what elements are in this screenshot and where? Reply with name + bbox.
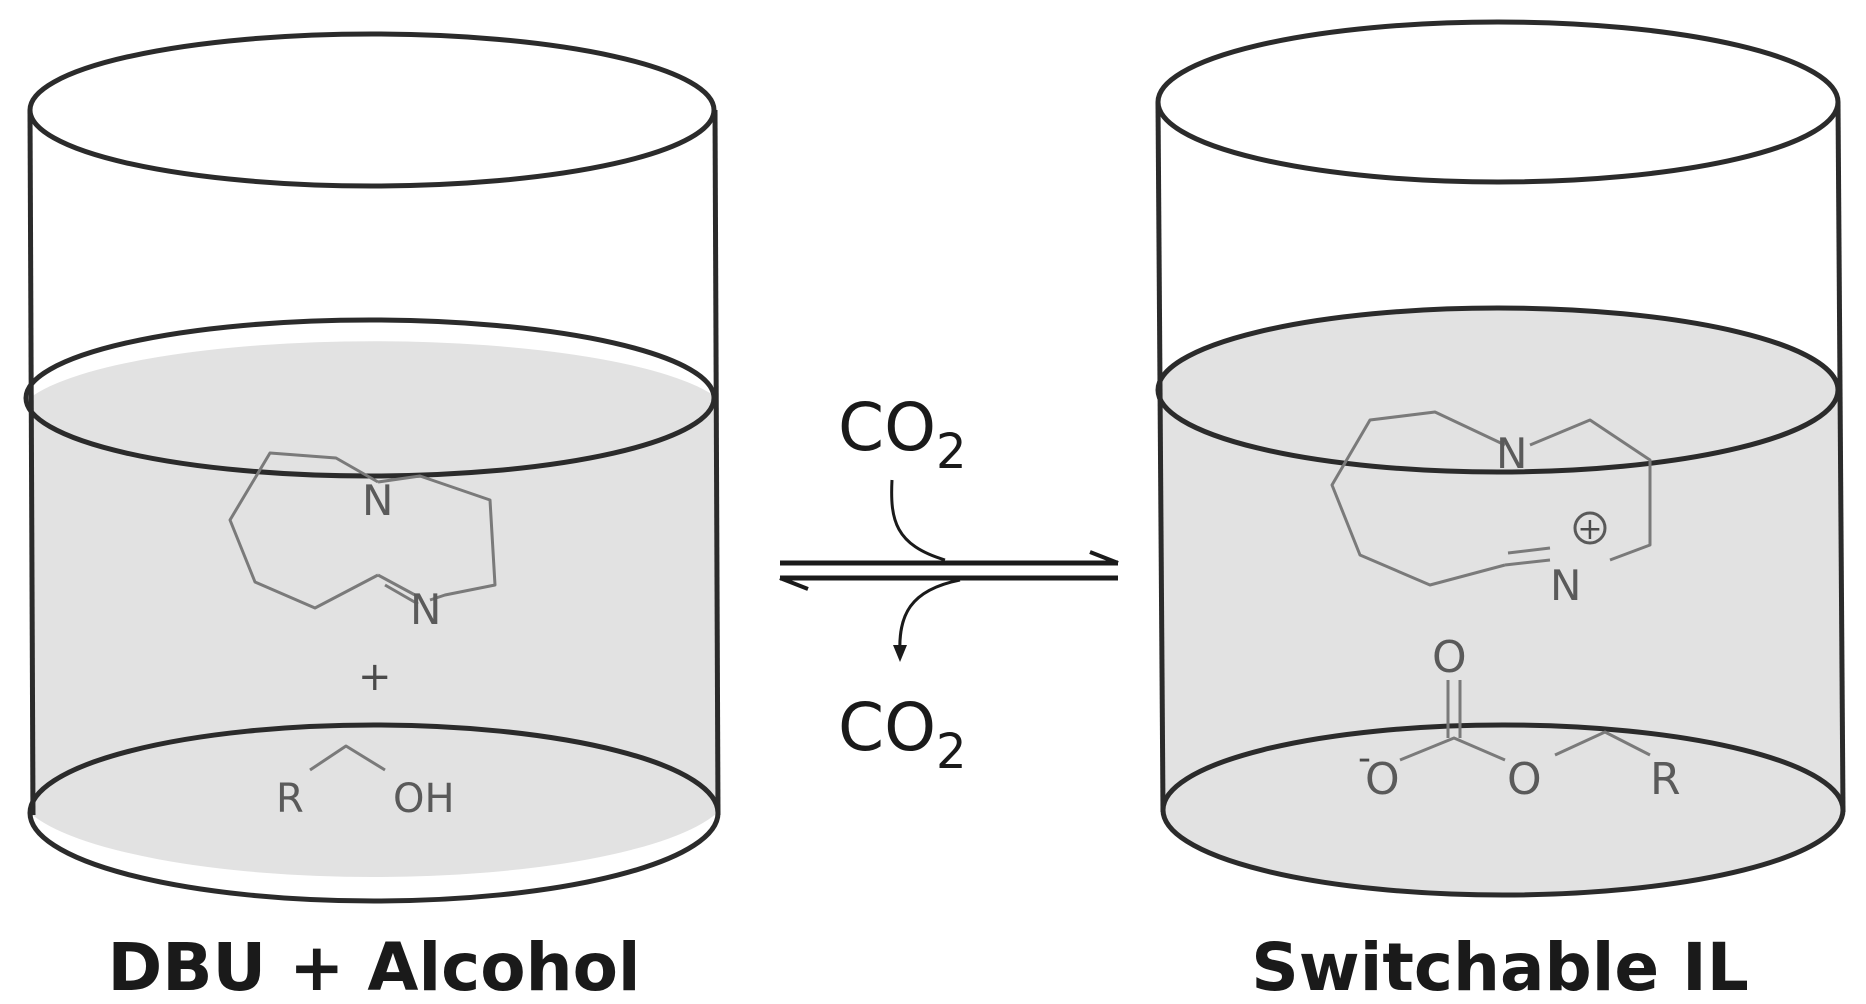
carbonate-o-neg-label: O: [1365, 754, 1400, 805]
left-beaker-liquid: [30, 341, 717, 878]
plus-sign: +: [358, 654, 392, 700]
right-beaker: N N + O - O O R Switchable IL: [1155, 19, 1846, 1004]
forward-arrow-head: [1089, 550, 1119, 565]
carbonate-r-label: R: [1650, 754, 1681, 805]
co2-top-label: CO2: [838, 389, 967, 480]
co2-out-curve: [898, 578, 961, 656]
left-beaker-label: DBU + Alcohol: [107, 929, 640, 1004]
equilibrium-arrows: CO2 CO2: [779, 389, 1119, 780]
carbonate-molecule: O - O O R: [1358, 632, 1681, 805]
dbu-n2-label: N: [410, 585, 441, 634]
dbuh-n1-label: N: [1496, 429, 1527, 478]
positive-charge-label: +: [1577, 512, 1602, 547]
carbonate-o-top-label: O: [1432, 632, 1467, 683]
reverse-arrow-head: [779, 576, 809, 591]
right-beaker-label: Switchable IL: [1251, 929, 1749, 1004]
carbonate-neg-charge: -: [1358, 738, 1371, 779]
left-beaker-wall-right: [712, 109, 721, 816]
alcohol-molecule: R OH: [276, 744, 455, 822]
positive-charge-circle: [1573, 511, 1607, 545]
alcohol-oh-label: OH: [393, 776, 455, 822]
right-beaker-rim: [1155, 19, 1841, 185]
dbuh-n2-label: N: [1550, 561, 1581, 610]
dbu-molecule: N N: [228, 451, 497, 634]
co2-bottom-label: CO2: [838, 689, 967, 780]
left-beaker: N N + R OH DBU + Alcohol: [23, 31, 721, 1004]
dbu-n1-label: N: [362, 476, 393, 525]
right-beaker-wall-left: [1155, 101, 1166, 813]
alcohol-r-label: R: [276, 776, 304, 822]
right-beaker-liquid: [1158, 308, 1843, 895]
co2-out-arrowhead: [893, 645, 907, 662]
co2-in-curve: [890, 479, 946, 562]
left-beaker-wall-left: [27, 109, 36, 816]
right-beaker-wall-right: [1835, 101, 1846, 813]
left-beaker-rim: [27, 31, 717, 189]
dbuh-molecule: N N +: [1330, 410, 1652, 610]
carbonate-o-ester-label: O: [1507, 754, 1542, 805]
